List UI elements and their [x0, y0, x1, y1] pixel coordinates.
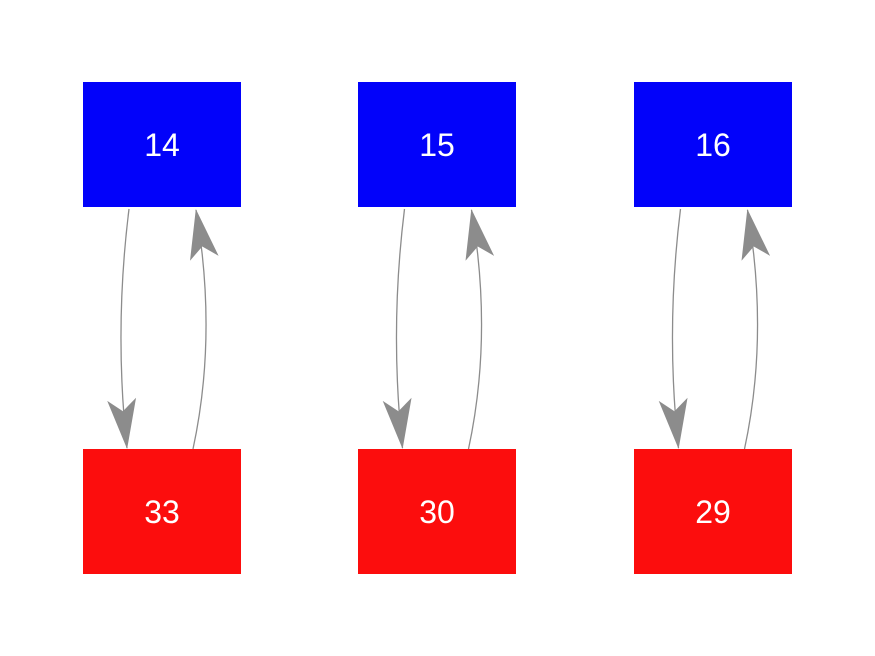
- node-label: 15: [419, 126, 455, 163]
- node-14: 14: [83, 82, 241, 207]
- edge-16-to-29: [658, 208, 688, 449]
- edge-33-to-14: [190, 209, 219, 450]
- node-29: 29: [634, 449, 792, 574]
- edge-29-to-16: [741, 209, 771, 450]
- edge-15-to-30: [382, 208, 412, 449]
- node-16: 16: [634, 82, 792, 207]
- node-label: 16: [695, 126, 731, 163]
- node-15: 15: [358, 82, 516, 207]
- node-label: 29: [695, 493, 731, 530]
- node-30: 30: [358, 449, 516, 574]
- node-label: 30: [419, 493, 455, 530]
- node-33: 33: [83, 449, 241, 574]
- node-label: 14: [144, 126, 180, 163]
- node-label: 33: [144, 493, 180, 530]
- edge-30-to-15: [465, 209, 495, 450]
- edge-14-to-33: [107, 208, 137, 449]
